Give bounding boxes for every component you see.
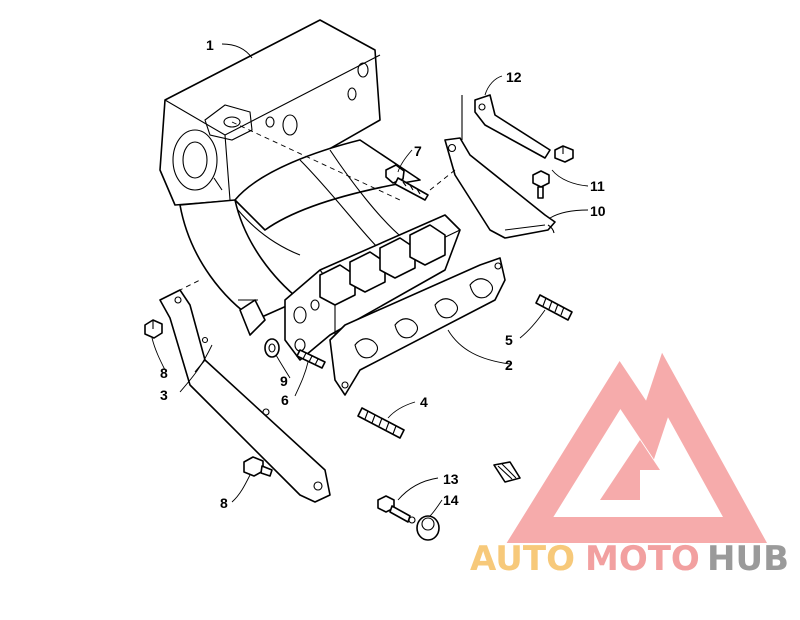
part-6-stud [296, 349, 326, 369]
callout-13: 13 [443, 471, 459, 487]
callout-3: 3 [160, 387, 168, 403]
part-5-stud [535, 294, 573, 321]
callout-12: 12 [506, 69, 522, 85]
part-10-heat-shield-bracket [444, 137, 556, 239]
callout-4: 4 [420, 394, 428, 410]
callout-14: 14 [443, 492, 459, 508]
leader-lines [151, 43, 589, 517]
part-8-bolt-upper [144, 319, 163, 339]
part-11-bolt-upper [554, 145, 574, 163]
part-14-cap [416, 515, 440, 541]
callout-9: 9 [280, 373, 288, 389]
watermark-logo [506, 352, 768, 543]
callout-7: 7 [414, 143, 422, 159]
part-9-nut [264, 338, 280, 358]
part-13-sensor [377, 495, 416, 524]
callout-11: 11 [590, 178, 605, 194]
part-1-muffler-housing [159, 19, 381, 206]
watermark-text-moto: MOTO [585, 539, 700, 579]
watermark-text-auto: AUTO [470, 539, 575, 579]
callout-8-upper: 8 [160, 365, 168, 381]
part-7-bolt [385, 164, 429, 201]
exhaust-pipe-body [179, 139, 421, 336]
callout-10: 10 [590, 203, 606, 219]
callout-6: 6 [281, 392, 289, 408]
watermark-text-hub: HUB [707, 539, 789, 579]
part-8-bolt-lower [243, 456, 273, 477]
callout-5: 5 [505, 332, 513, 348]
part-2-manifold-gasket [329, 257, 506, 396]
part-11-bolt-lower [532, 170, 550, 199]
part-4-stud [357, 407, 405, 439]
callout-1: 1 [206, 37, 214, 53]
callout-2: 2 [505, 357, 513, 373]
part-12-strap-bracket [461, 94, 551, 159]
connector-clip [493, 461, 521, 483]
exhaust-manifold [284, 214, 461, 361]
callout-8-lower: 8 [220, 495, 228, 511]
watermark-text: AUTO MOTO HUB [470, 539, 789, 579]
